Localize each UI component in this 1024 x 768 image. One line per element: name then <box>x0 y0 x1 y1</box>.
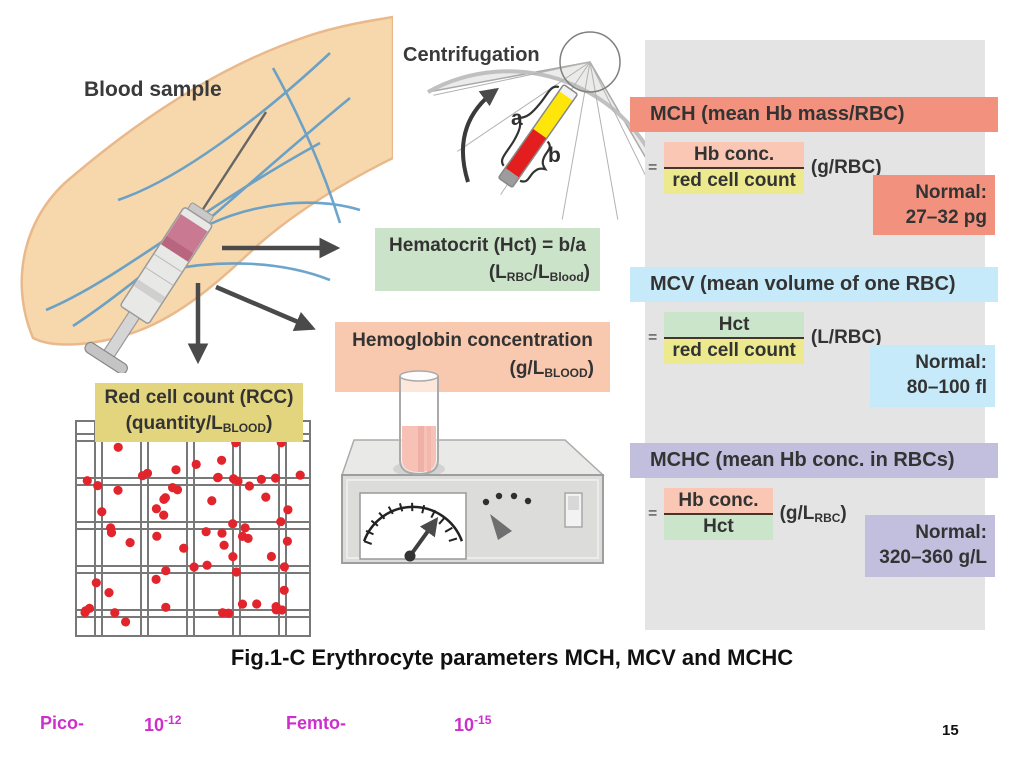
syringe-needle <box>198 111 268 216</box>
rcc-unit: (quantity/LBLOOD) <box>125 412 273 435</box>
tube-label-a: a <box>511 107 523 130</box>
hemoglobin-box: Hemoglobin concentration (g/LBLOOD) <box>335 322 610 392</box>
mchc-denominator: Hct <box>664 515 773 540</box>
hematocrit-box: Hematocrit (Hct) = b/a (LRBC/LBlood) <box>375 228 600 291</box>
centrifugation-label: Centrifugation <box>403 44 540 66</box>
arm-illustration <box>20 15 393 373</box>
mch-fraction: Hb conc. red cell count <box>664 142 804 194</box>
mcv-header: MCV (mean volume of one RBC) <box>630 267 998 302</box>
arm-shape <box>20 15 393 346</box>
mch-normal-box: Normal: 27–32 pg <box>873 175 995 235</box>
mcv-fraction: Hct red cell count <box>664 312 804 364</box>
red-cell-layer <box>505 128 547 178</box>
sample-tube-icon <box>399 370 439 476</box>
mch-formula: = Hb conc. red cell count (g/RBC) <box>648 142 882 194</box>
brace-a <box>500 85 560 167</box>
machine-top <box>340 439 605 476</box>
rcc-title: Red cell count (RCC) <box>104 386 294 408</box>
red-cell-count-box: Red cell count (RCC) (quantity/LBLOOD) <box>95 383 303 442</box>
hematocrit-formula: Hematocrit (Hct) = b/a <box>389 235 586 256</box>
mch-header: MCH (mean Hb mass/RBC) <box>630 97 998 132</box>
blood-sample-label: Blood sample <box>84 78 222 101</box>
centrifuge-hub <box>559 31 621 93</box>
gauge-icon <box>359 492 467 562</box>
mcv-numerator: Hct <box>664 312 804 339</box>
pico-label: Pico- <box>40 713 85 733</box>
mch-numerator: Hb conc. <box>664 142 804 169</box>
centrifuge-spokes <box>433 61 661 220</box>
gauge-needle <box>408 517 439 558</box>
page-number: 15 <box>942 722 959 739</box>
mcv-denominator: red cell count <box>664 339 804 364</box>
plasma-layer <box>532 90 574 139</box>
photometer-icon <box>340 370 605 564</box>
brace-b <box>519 140 551 183</box>
mcv-formula: = Hct red cell count (L/RBC) <box>648 312 882 364</box>
mcv-unit: (L/RBC) <box>810 327 882 348</box>
hematocrit-tube-icon <box>498 84 578 188</box>
mchc-unit: (g/LRBC) <box>779 503 847 525</box>
hemoglobin-unit: (g/LBLOOD) <box>509 358 595 380</box>
mch-unit: (g/RBC) <box>810 157 882 178</box>
dial-knob-icon <box>482 492 532 540</box>
femto-value: 10-15 <box>454 713 492 735</box>
mchc-header: MCHC (mean Hb conc. in RBCs) <box>630 443 998 478</box>
tube-label-b: b <box>548 144 561 167</box>
mcv-normal-box: Normal: 80–100 fl <box>870 345 995 407</box>
mchc-formula: = Hb conc. Hct (g/LRBC) <box>648 488 847 540</box>
hematocrit-unit: (LRBC/LBlood) <box>488 262 590 284</box>
mchc-fraction: Hb conc. Hct <box>664 488 773 540</box>
pico-value: 10-12 <box>144 713 182 735</box>
counting-grid <box>75 420 311 637</box>
figure-caption: Fig.1-C Erythrocyte parameters MCH, MCV … <box>230 645 794 670</box>
rotation-arrow-icon <box>460 87 499 183</box>
mch-denominator: red cell count <box>664 169 804 194</box>
syringe-icon <box>84 111 268 373</box>
mchc-normal-box: Normal: 320–360 g/L <box>865 515 995 577</box>
mchc-numerator: Hb conc. <box>664 488 773 515</box>
hemoglobin-title: Hemoglobin concentration <box>352 330 593 351</box>
femto-label: Femto- <box>286 713 346 733</box>
